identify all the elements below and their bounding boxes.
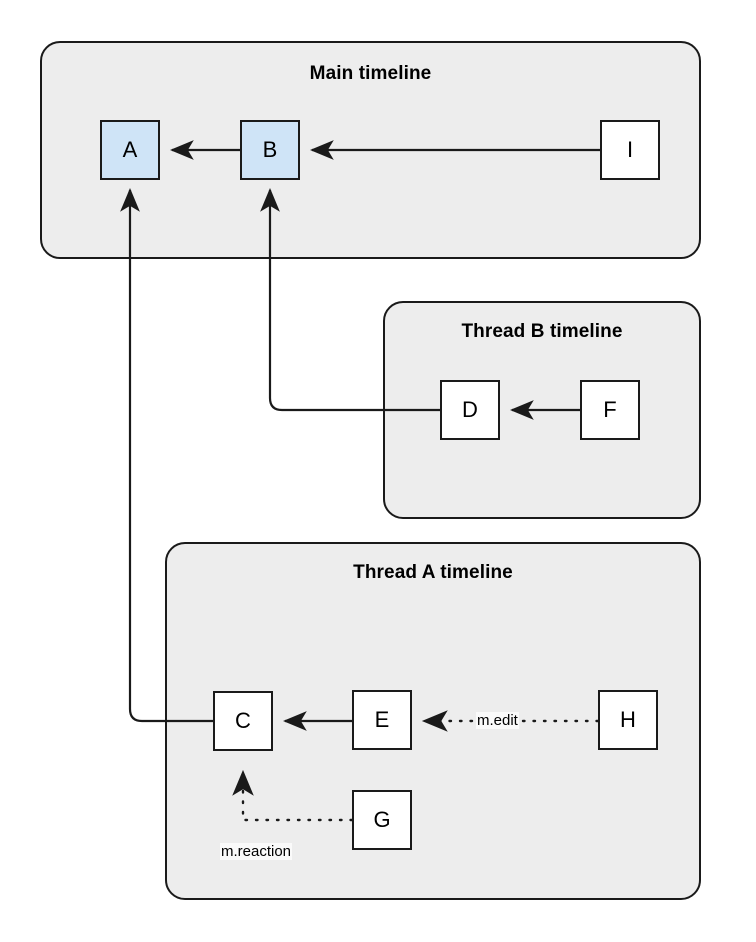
node-f-label: F [603,397,617,422]
node-b[interactable]: B [240,120,300,180]
node-h-label: H [620,707,636,732]
node-d-label: D [462,397,478,422]
node-g-label: G [373,807,391,832]
node-f[interactable]: F [580,380,640,440]
node-i-label: I [626,137,634,162]
node-h[interactable]: H [598,690,658,750]
node-b-label: B [262,137,278,162]
node-a[interactable]: A [100,120,160,180]
group-thread-b-timeline: Thread B timeline [383,301,701,519]
group-thread-b-timeline-title: Thread B timeline [461,321,623,342]
node-c-label: C [235,708,251,733]
node-e[interactable]: E [352,690,412,750]
node-g[interactable]: G [352,790,412,850]
group-main-timeline-title: Main timeline [309,63,432,84]
node-i[interactable]: I [600,120,660,180]
edge-label-m-reaction: m.reaction [220,843,293,861]
node-d[interactable]: D [440,380,500,440]
node-a-label: A [122,137,138,162]
node-c[interactable]: C [213,691,273,751]
edge-label-m-edit: m.edit [476,712,519,730]
group-thread-a-timeline-title: Thread A timeline [353,562,513,583]
node-e-label: E [374,707,390,732]
